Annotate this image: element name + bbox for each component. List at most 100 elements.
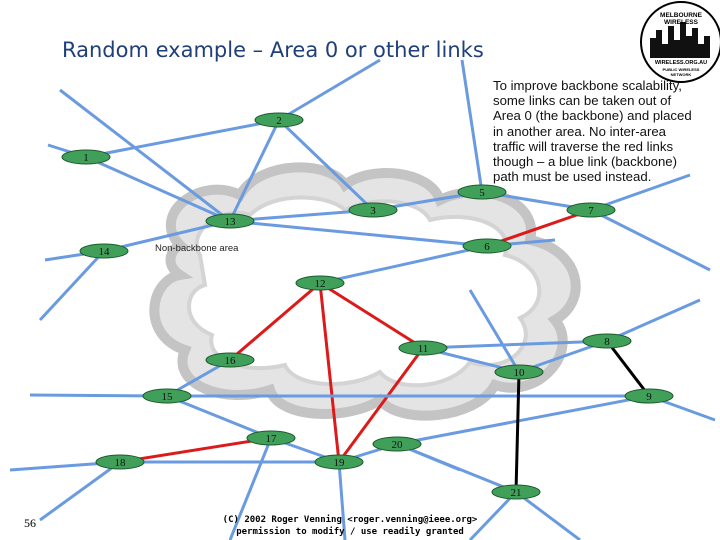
- node-9: 9: [624, 388, 674, 404]
- node-shape: [246, 430, 296, 446]
- description-line: To improve backbone scalability,: [493, 78, 682, 93]
- external-link: [228, 437, 273, 540]
- logo-bottom-text-2: NETWORK: [671, 72, 692, 77]
- logo-url-text: WIRELESS.ORG.AU: [655, 60, 707, 66]
- node-shape: [254, 112, 304, 128]
- node-label: 8: [604, 336, 610, 348]
- external-link: [278, 58, 381, 122]
- link-20-21: [396, 442, 517, 494]
- logo-top-text-2: WIRELESS: [664, 19, 699, 26]
- node-label: 15: [162, 391, 174, 403]
- node-16: 16: [205, 352, 255, 368]
- node-label: 11: [418, 343, 429, 355]
- link-11-19: [337, 347, 425, 463]
- external-link: [468, 490, 518, 540]
- node-6: 6: [462, 238, 512, 254]
- node-8: 8: [582, 333, 632, 349]
- node-shape: [295, 275, 345, 291]
- link-12-19: [318, 282, 341, 463]
- node-label: 7: [588, 205, 594, 217]
- description: To improve backbone scalability, some li…: [493, 78, 711, 184]
- melbourne-wireless-logo: MELBOURNE WIRELESS WIRELESS.ORG.AU PUBLI…: [640, 1, 720, 83]
- node-label: 1: [83, 152, 89, 164]
- link-10-21: [514, 371, 521, 493]
- external-link: [59, 88, 231, 223]
- node-10: 10: [494, 364, 544, 380]
- node-label: 6: [484, 241, 490, 253]
- node-11: 11: [398, 340, 448, 356]
- description-line: traffic will traverse the red links: [493, 138, 674, 154]
- external-link: [606, 298, 701, 343]
- node-label: 16: [225, 355, 237, 367]
- link-15-17: [166, 394, 272, 440]
- non-backbone-cloud: [149, 162, 581, 421]
- slide-title: Random example – Area 0 or other links: [62, 38, 484, 62]
- footer-line: permission to modify / use readily grant…: [236, 527, 464, 537]
- node-shape: [462, 238, 512, 254]
- description-line: Area 0 (the backbone) and placed: [493, 108, 692, 124]
- external-link: [590, 208, 711, 272]
- node-shape: [95, 454, 145, 470]
- description-line: in another area. No inter-area: [493, 123, 667, 139]
- node-label: 20: [392, 439, 404, 451]
- page-number: 56: [24, 516, 36, 530]
- node-12: 12: [295, 275, 345, 291]
- node-13: 13: [205, 213, 255, 229]
- description-line: path must be used instead.: [493, 169, 652, 185]
- node-7: 7: [566, 202, 616, 218]
- node-shape: [372, 436, 422, 452]
- links: [85, 118, 651, 494]
- node-label: 9: [646, 391, 652, 403]
- node-shape: [566, 202, 616, 218]
- node-shape: [142, 388, 192, 404]
- node-shape: [205, 352, 255, 368]
- link-17-18: [119, 436, 272, 464]
- node-label: 5: [479, 187, 485, 199]
- external-link: [515, 490, 581, 540]
- node-14: 14: [79, 243, 129, 259]
- link-12-11: [319, 281, 424, 350]
- external-link: [39, 460, 121, 522]
- node-label: 19: [334, 457, 346, 469]
- logo-top-text-1: MELBOURNE: [660, 12, 703, 19]
- footer: (C) 2002 Roger Venning <roger.venning@ie…: [190, 514, 510, 538]
- node-label: 2: [276, 115, 282, 127]
- footer-line: (C) 2002 Roger Venning <roger.venning@ie…: [222, 515, 478, 525]
- link-6-12: [319, 244, 488, 285]
- node-18: 18: [95, 454, 145, 470]
- external-link: [590, 173, 691, 212]
- node-2: 2: [254, 112, 304, 128]
- node-label: 13: [225, 216, 237, 228]
- link-13-14: [103, 219, 231, 253]
- node-shape: [348, 202, 398, 218]
- node-shape: [491, 484, 541, 500]
- link-12-16: [229, 281, 321, 362]
- node-shape: [494, 364, 544, 380]
- link-1-2: [85, 118, 280, 159]
- node-shape: [79, 243, 129, 259]
- node-1: 1: [61, 149, 111, 165]
- node-shape: [314, 454, 364, 470]
- description-line: some links can be taken out of: [493, 93, 672, 109]
- node-shape: [61, 149, 111, 165]
- node-label: 10: [514, 367, 526, 379]
- node-20: 20: [372, 436, 422, 452]
- node-label: 18: [115, 457, 127, 469]
- node-shape: [624, 388, 674, 404]
- node-label: 14: [99, 246, 111, 258]
- node-label: 17: [266, 433, 278, 445]
- node-21: 21: [491, 484, 541, 500]
- link-8-9: [605, 340, 651, 397]
- logo-bottom-text-1: PUBLIC WIRELESS: [663, 67, 700, 72]
- non-backbone-label: Non-backbone area: [155, 243, 239, 254]
- node-shape: [457, 184, 507, 200]
- node-15: 15: [142, 388, 192, 404]
- node-shape: [205, 213, 255, 229]
- node-label: 21: [511, 487, 522, 499]
- node-3: 3: [348, 202, 398, 218]
- external-link: [460, 59, 484, 193]
- node-17: 17: [246, 430, 296, 446]
